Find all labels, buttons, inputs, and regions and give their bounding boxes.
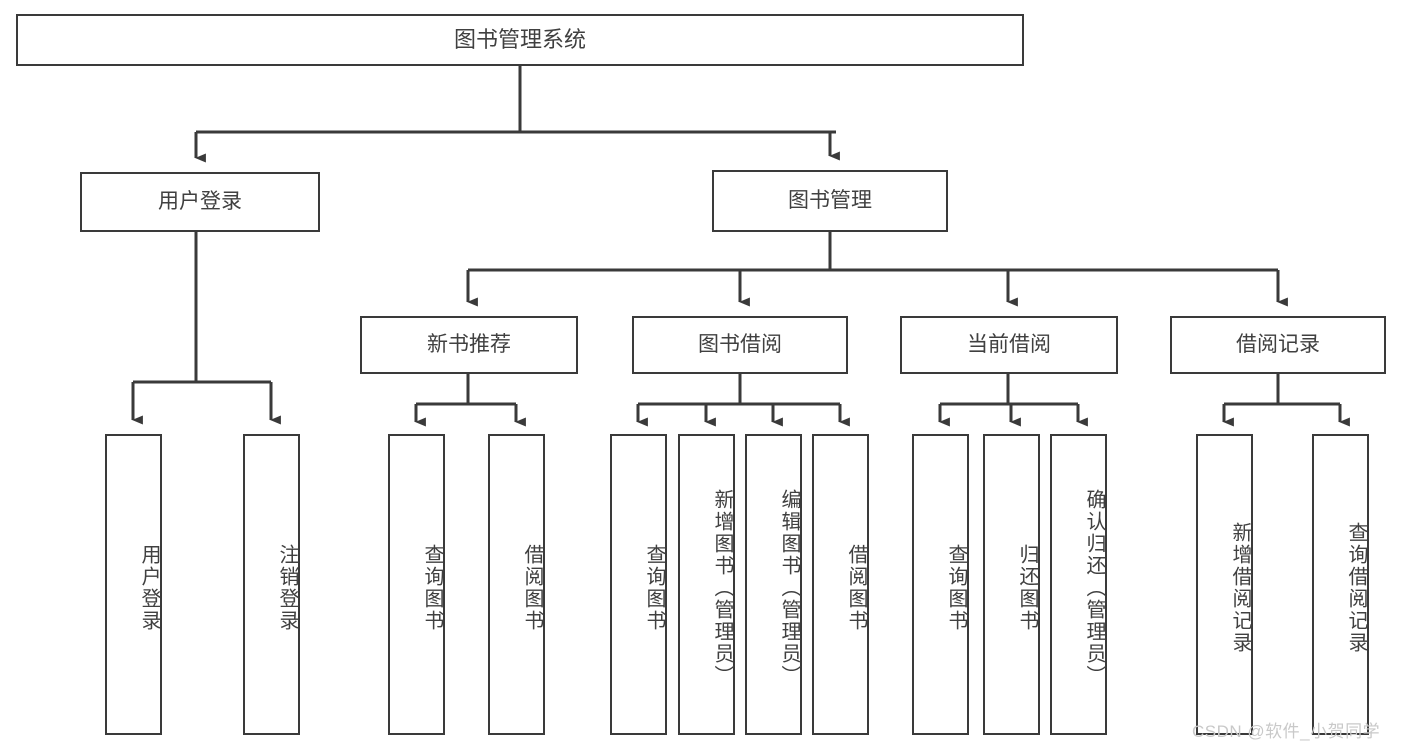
node-leaf-user-login[interactable]: 用户登录 [105, 434, 162, 735]
node-leaf-query-book-bor[interactable]: 查询图书 [610, 434, 667, 735]
node-borrow-record-label: 借阅记录 [1236, 332, 1320, 356]
node-leaf-add-record-label: 新增借阅记录 [1229, 521, 1251, 654]
node-book-manage[interactable]: 图书管理 [712, 170, 948, 232]
node-book-borrow-label: 图书借阅 [698, 332, 782, 356]
node-book-manage-label: 图书管理 [788, 188, 872, 212]
node-leaf-return-book-label: 归还图书 [1016, 543, 1038, 632]
node-leaf-add-book-label: 新增图书（管理员） [711, 488, 733, 687]
node-current-borrow-label: 当前借阅 [967, 332, 1051, 356]
node-leaf-confirm-return-label: 确认归还（管理员） [1083, 488, 1105, 687]
node-leaf-query-record-label: 查询借阅记录 [1345, 521, 1367, 654]
node-leaf-add-book[interactable]: 新增图书（管理员） [678, 434, 735, 735]
node-leaf-add-record[interactable]: 新增借阅记录 [1196, 434, 1253, 735]
node-current-borrow[interactable]: 当前借阅 [900, 316, 1118, 374]
node-leaf-query-book-cur-label: 查询图书 [945, 543, 967, 632]
node-new-book-recommend[interactable]: 新书推荐 [360, 316, 578, 374]
node-root[interactable]: 图书管理系统 [16, 14, 1024, 66]
node-leaf-query-book-rec[interactable]: 查询图书 [388, 434, 445, 735]
node-leaf-query-record[interactable]: 查询借阅记录 [1312, 434, 1369, 735]
node-new-book-recommend-label: 新书推荐 [427, 332, 511, 356]
node-leaf-borrow-book-rec-label: 借阅图书 [521, 543, 543, 632]
node-leaf-user-logout[interactable]: 注销登录 [243, 434, 300, 735]
node-leaf-borrow-book-bor-label: 借阅图书 [845, 543, 867, 632]
node-leaf-query-book-bor-label: 查询图书 [643, 543, 665, 632]
node-leaf-user-logout-label: 注销登录 [276, 543, 298, 632]
node-leaf-return-book[interactable]: 归还图书 [983, 434, 1040, 735]
node-leaf-edit-book[interactable]: 编辑图书（管理员） [745, 434, 802, 735]
node-book-borrow[interactable]: 图书借阅 [632, 316, 848, 374]
csdn-watermark: CSDN @软件_小贺同学 [1192, 722, 1381, 741]
node-leaf-borrow-book-rec[interactable]: 借阅图书 [488, 434, 545, 735]
node-leaf-user-login-label: 用户登录 [138, 543, 160, 632]
node-leaf-borrow-book-bor[interactable]: 借阅图书 [812, 434, 869, 735]
node-user-login[interactable]: 用户登录 [80, 172, 320, 232]
node-root-label: 图书管理系统 [453, 27, 586, 53]
node-leaf-edit-book-label: 编辑图书（管理员） [778, 488, 800, 687]
node-leaf-query-book-cur[interactable]: 查询图书 [912, 434, 969, 735]
node-leaf-confirm-return[interactable]: 确认归还（管理员） [1050, 434, 1107, 735]
node-borrow-record[interactable]: 借阅记录 [1170, 316, 1386, 374]
node-user-login-label: 用户登录 [158, 189, 242, 213]
node-leaf-query-book-rec-label: 查询图书 [421, 543, 443, 632]
